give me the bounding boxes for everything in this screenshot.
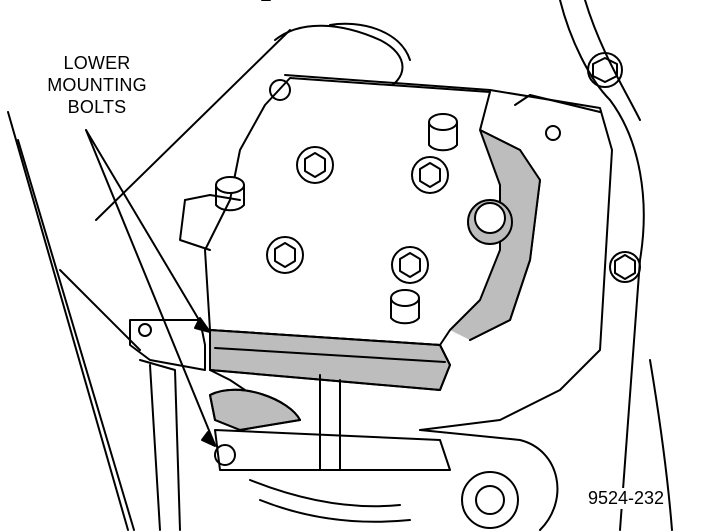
lower-mounting-bolts-label: LOWER MOUNTING BOLTS: [22, 52, 172, 118]
lower-bracket: [129, 319, 451, 531]
figure-id: 9524-232: [586, 488, 667, 509]
housing-bolts: [587, 52, 641, 283]
callout-line-1: LOWER: [63, 53, 131, 73]
frame-rails: [7, 0, 673, 531]
callout-leaders: [85, 129, 216, 447]
pump-motor: [249, 429, 559, 531]
plate-bolts: [266, 146, 513, 284]
mounting-plate: [179, 77, 501, 471]
callout-line-3: BOLTS: [67, 97, 127, 117]
callout-line-2: MOUNTING: [47, 75, 147, 95]
locating-pins: [215, 79, 561, 325]
